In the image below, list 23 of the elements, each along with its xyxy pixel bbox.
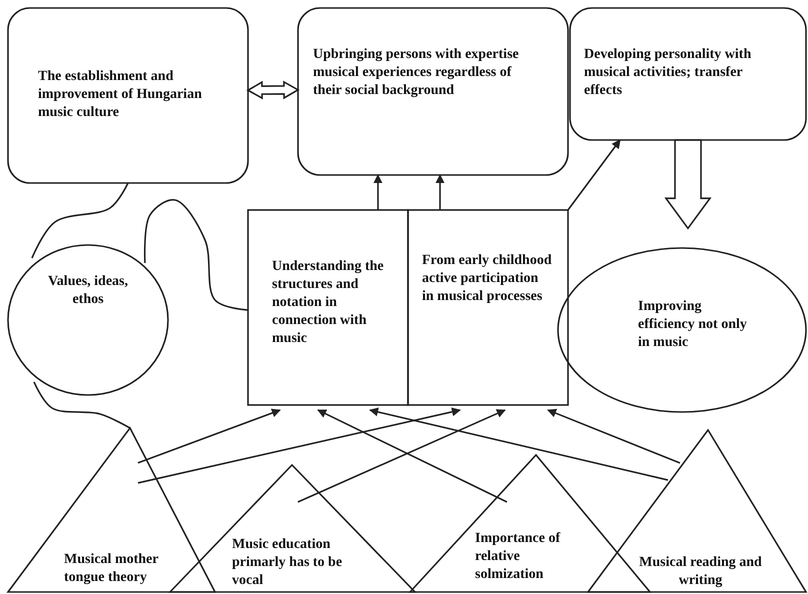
node-label: Music education primarly has to be vocal: [232, 536, 344, 590]
node-label: Importance of relative solmization: [475, 530, 562, 584]
arrow: [138, 408, 281, 464]
node-label: Improving efficiency not only in music: [638, 298, 748, 352]
connector-line: [31, 182, 129, 258]
node-label: Understanding the structures and notation in connection with music: [272, 258, 385, 348]
arrow: [373, 174, 382, 210]
node-label: Upbringing persons with expertise musical experiences regardless of their social background: [313, 46, 520, 100]
block-arrow: [664, 139, 712, 230]
connector-line: [33, 382, 130, 429]
node-label: Musical mother tongue theory: [64, 551, 160, 587]
arrow: [436, 174, 445, 210]
node-label: Developing personality with musical activities; transfer effects: [584, 46, 752, 100]
block-arrow: [246, 80, 300, 100]
arrow: [369, 408, 668, 481]
node-label: The establishment and improvement of Hungarian music culture: [38, 68, 203, 122]
arrow: [567, 139, 621, 210]
arrow: [547, 408, 680, 464]
node-label: Values, ideas, ethos: [46, 273, 129, 309]
connector-line: [144, 199, 248, 311]
node-label: Musical reading and writing: [638, 554, 763, 590]
node-label: From early childhood active participation in musical processes: [422, 252, 552, 306]
arrow: [138, 407, 461, 484]
